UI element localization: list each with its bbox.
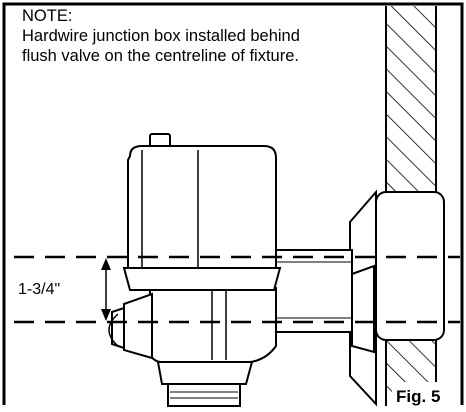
valve-body	[149, 287, 277, 363]
valve-side-cap	[108, 292, 153, 360]
sensor-housing	[122, 133, 282, 291]
figure-border	[2, 2, 464, 405]
valve-neck	[156, 361, 254, 407]
dimension-arrow	[101, 258, 111, 321]
junction-box	[375, 191, 445, 341]
note-heading: NOTE:	[22, 7, 73, 25]
note-line-2: flush valve on the centreline of fixture…	[22, 47, 299, 65]
dimension-label: 1-3/4"	[18, 281, 61, 298]
installation-note: NOTE: Hardwire junction box installed be…	[22, 6, 362, 66]
note-line-1: Hardwire junction box installed behind	[22, 27, 300, 45]
figure-label: Fig. 5	[396, 387, 441, 406]
supply-pipe	[269, 249, 353, 333]
supply-nut	[351, 264, 375, 354]
